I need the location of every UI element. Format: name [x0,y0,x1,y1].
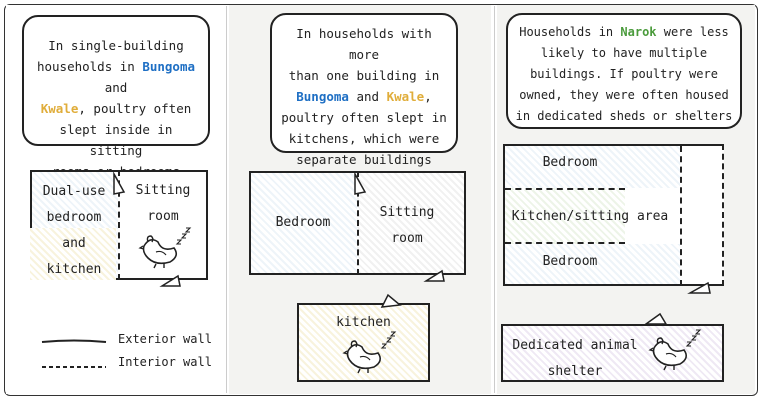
door-flap-icon [380,293,402,308]
caption-text: In single-building [48,38,184,53]
legend-exterior-wall: Exterior wall [118,332,212,346]
caption-text: poultry often slept in [281,110,447,125]
caption-text: buildings. If poultry were [530,67,718,81]
zzz-icon [380,331,397,349]
caption-text: likely to have multiple [540,46,708,60]
caption-text: Bungoma and Kwale, [296,89,432,104]
room-kitchen-sitting [505,188,625,244]
room-bedroom-label: Bedroom [275,215,331,230]
door-flap-icon [643,312,668,325]
zzz-icon [685,329,702,347]
caption-text: owned, they were often housed [519,88,729,102]
caption-bubble-3: Households in Narok were less likely to … [506,13,742,129]
caption-text: kitchens, which were [288,131,440,146]
zzz-icon [175,227,192,245]
caption-text: Households in Narok were less [519,25,729,39]
caption-text: slept inside in sitting [59,122,173,158]
room-sitting-2 [357,171,466,275]
caption-text: separate buildings [296,152,432,167]
door-flap-icon [423,269,445,282]
caption-text: Kwale, poultry often [40,101,192,116]
caption-text: than one building in [288,68,440,83]
door-flap-icon [113,171,126,195]
building-animal-shelter [501,324,724,382]
shelter-label: Dedicated animal shelter [512,338,638,379]
room-dual-use-label: Dual-use bedroom and kitchen [42,184,106,277]
caption-bubble-2: In households with more than one buildin… [270,13,458,167]
room-bedroom [249,171,357,275]
room-bedroom-bottom [505,244,680,284]
panel-divider [226,6,227,393]
door-flap-icon [159,274,181,287]
legend-interior-wall: Interior wall [118,355,212,369]
room-hatch-yellow [30,228,116,280]
room-bedroom-bottom-label: Bedroom [542,254,598,269]
chicken-sleeping-icon [648,337,688,371]
room-bedroom-top [505,146,680,188]
room-bedroom-top-label: Bedroom [542,155,598,170]
interior-wall [680,146,682,286]
caption-text: In households with more [296,26,432,62]
legend-lines [41,339,107,368]
door-flap-icon [354,171,367,195]
caption-text: households in Bungoma and [36,59,196,95]
chicken-sleeping-icon [138,235,178,269]
kitchen-label: kitchen [336,315,391,330]
room-sitting-2-label: Sitting room [379,205,435,246]
chicken-sleeping-icon [342,340,382,374]
panel-divider [494,6,495,393]
room-sitting-label: Sitting room [135,183,191,224]
door-flap-icon [687,281,711,294]
room-kitchen-sitting-label: Kitchen/sitting area [511,209,669,224]
caption-bubble-1: In single-building households in Bungoma… [22,15,210,179]
caption-text: in dedicated sheds or shelters [515,109,733,123]
